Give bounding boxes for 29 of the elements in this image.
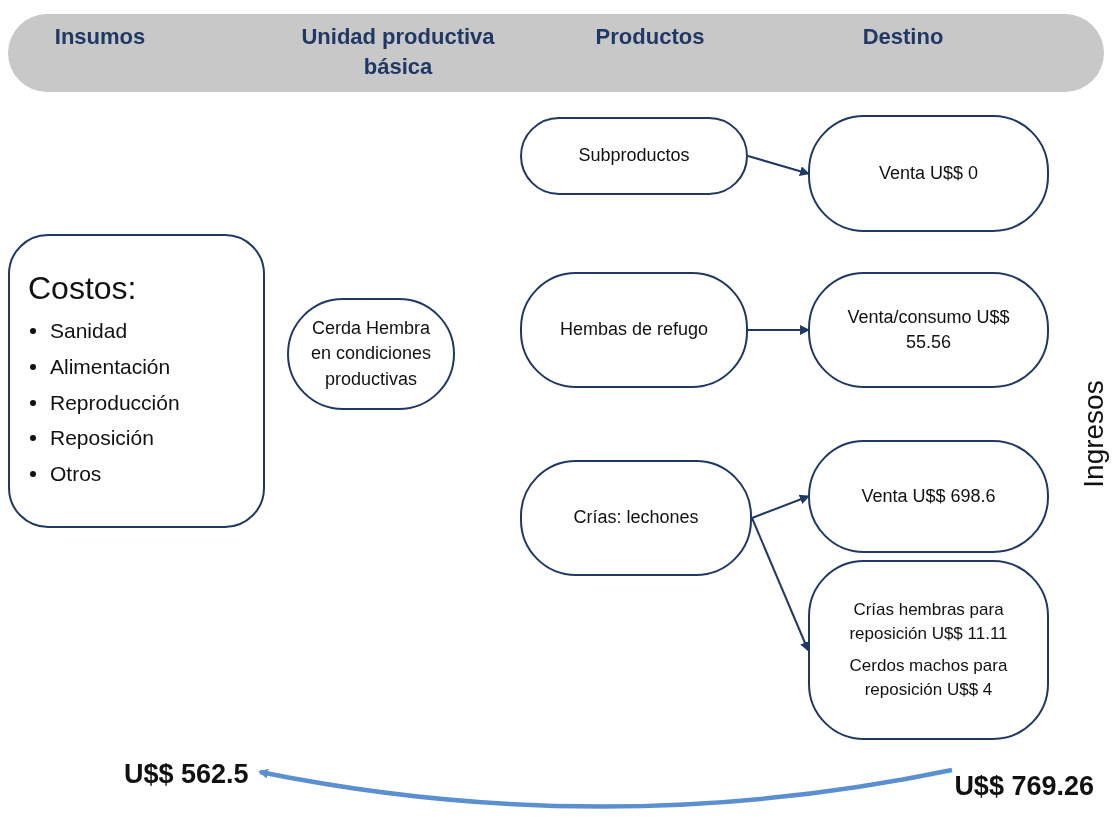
list-item: Otros [50, 461, 102, 488]
column-header: Productos [594, 23, 706, 51]
cost-box [8, 234, 265, 528]
node-text: Hembas de refugo [558, 318, 710, 342]
side-label: Ingresos [1078, 379, 1110, 490]
arrow [747, 325, 810, 335]
column-header: Insumos [53, 23, 147, 51]
arrow [747, 155, 810, 177]
arrow [751, 494, 810, 519]
list-title: Costos: [27, 270, 137, 308]
node-text: Cerda Hembra en condiciones productivas [309, 317, 433, 391]
node-text: Venta U$$ 698.6 [860, 484, 997, 508]
node-text: Crías: lechones [572, 506, 700, 530]
rounded-box [808, 560, 1049, 740]
node-text: Venta U$$ 0 [877, 161, 980, 185]
node-text: Cerdos machos para reposición U$$ 4 [848, 655, 1009, 701]
list-item: Sanidad [50, 318, 128, 345]
amount-text: U$$ 769.26 [954, 770, 1094, 802]
column-header: Destino [861, 23, 945, 51]
node-text: Subproductos [577, 144, 691, 168]
list-item: Reposición [50, 425, 154, 452]
column-header: Unidad productiva básica [300, 23, 496, 81]
list-item: Reproducción [50, 389, 180, 416]
amount-text: U$$ 562.5 [124, 758, 249, 790]
list-item: Alimentación [50, 353, 171, 380]
arrow [751, 517, 810, 652]
node-text: Crías hembras para reposición U$$ 11.11 [848, 599, 1009, 646]
arrow [258, 767, 953, 809]
node-text: Venta/consumo U$$ 55.56 [846, 305, 1011, 354]
